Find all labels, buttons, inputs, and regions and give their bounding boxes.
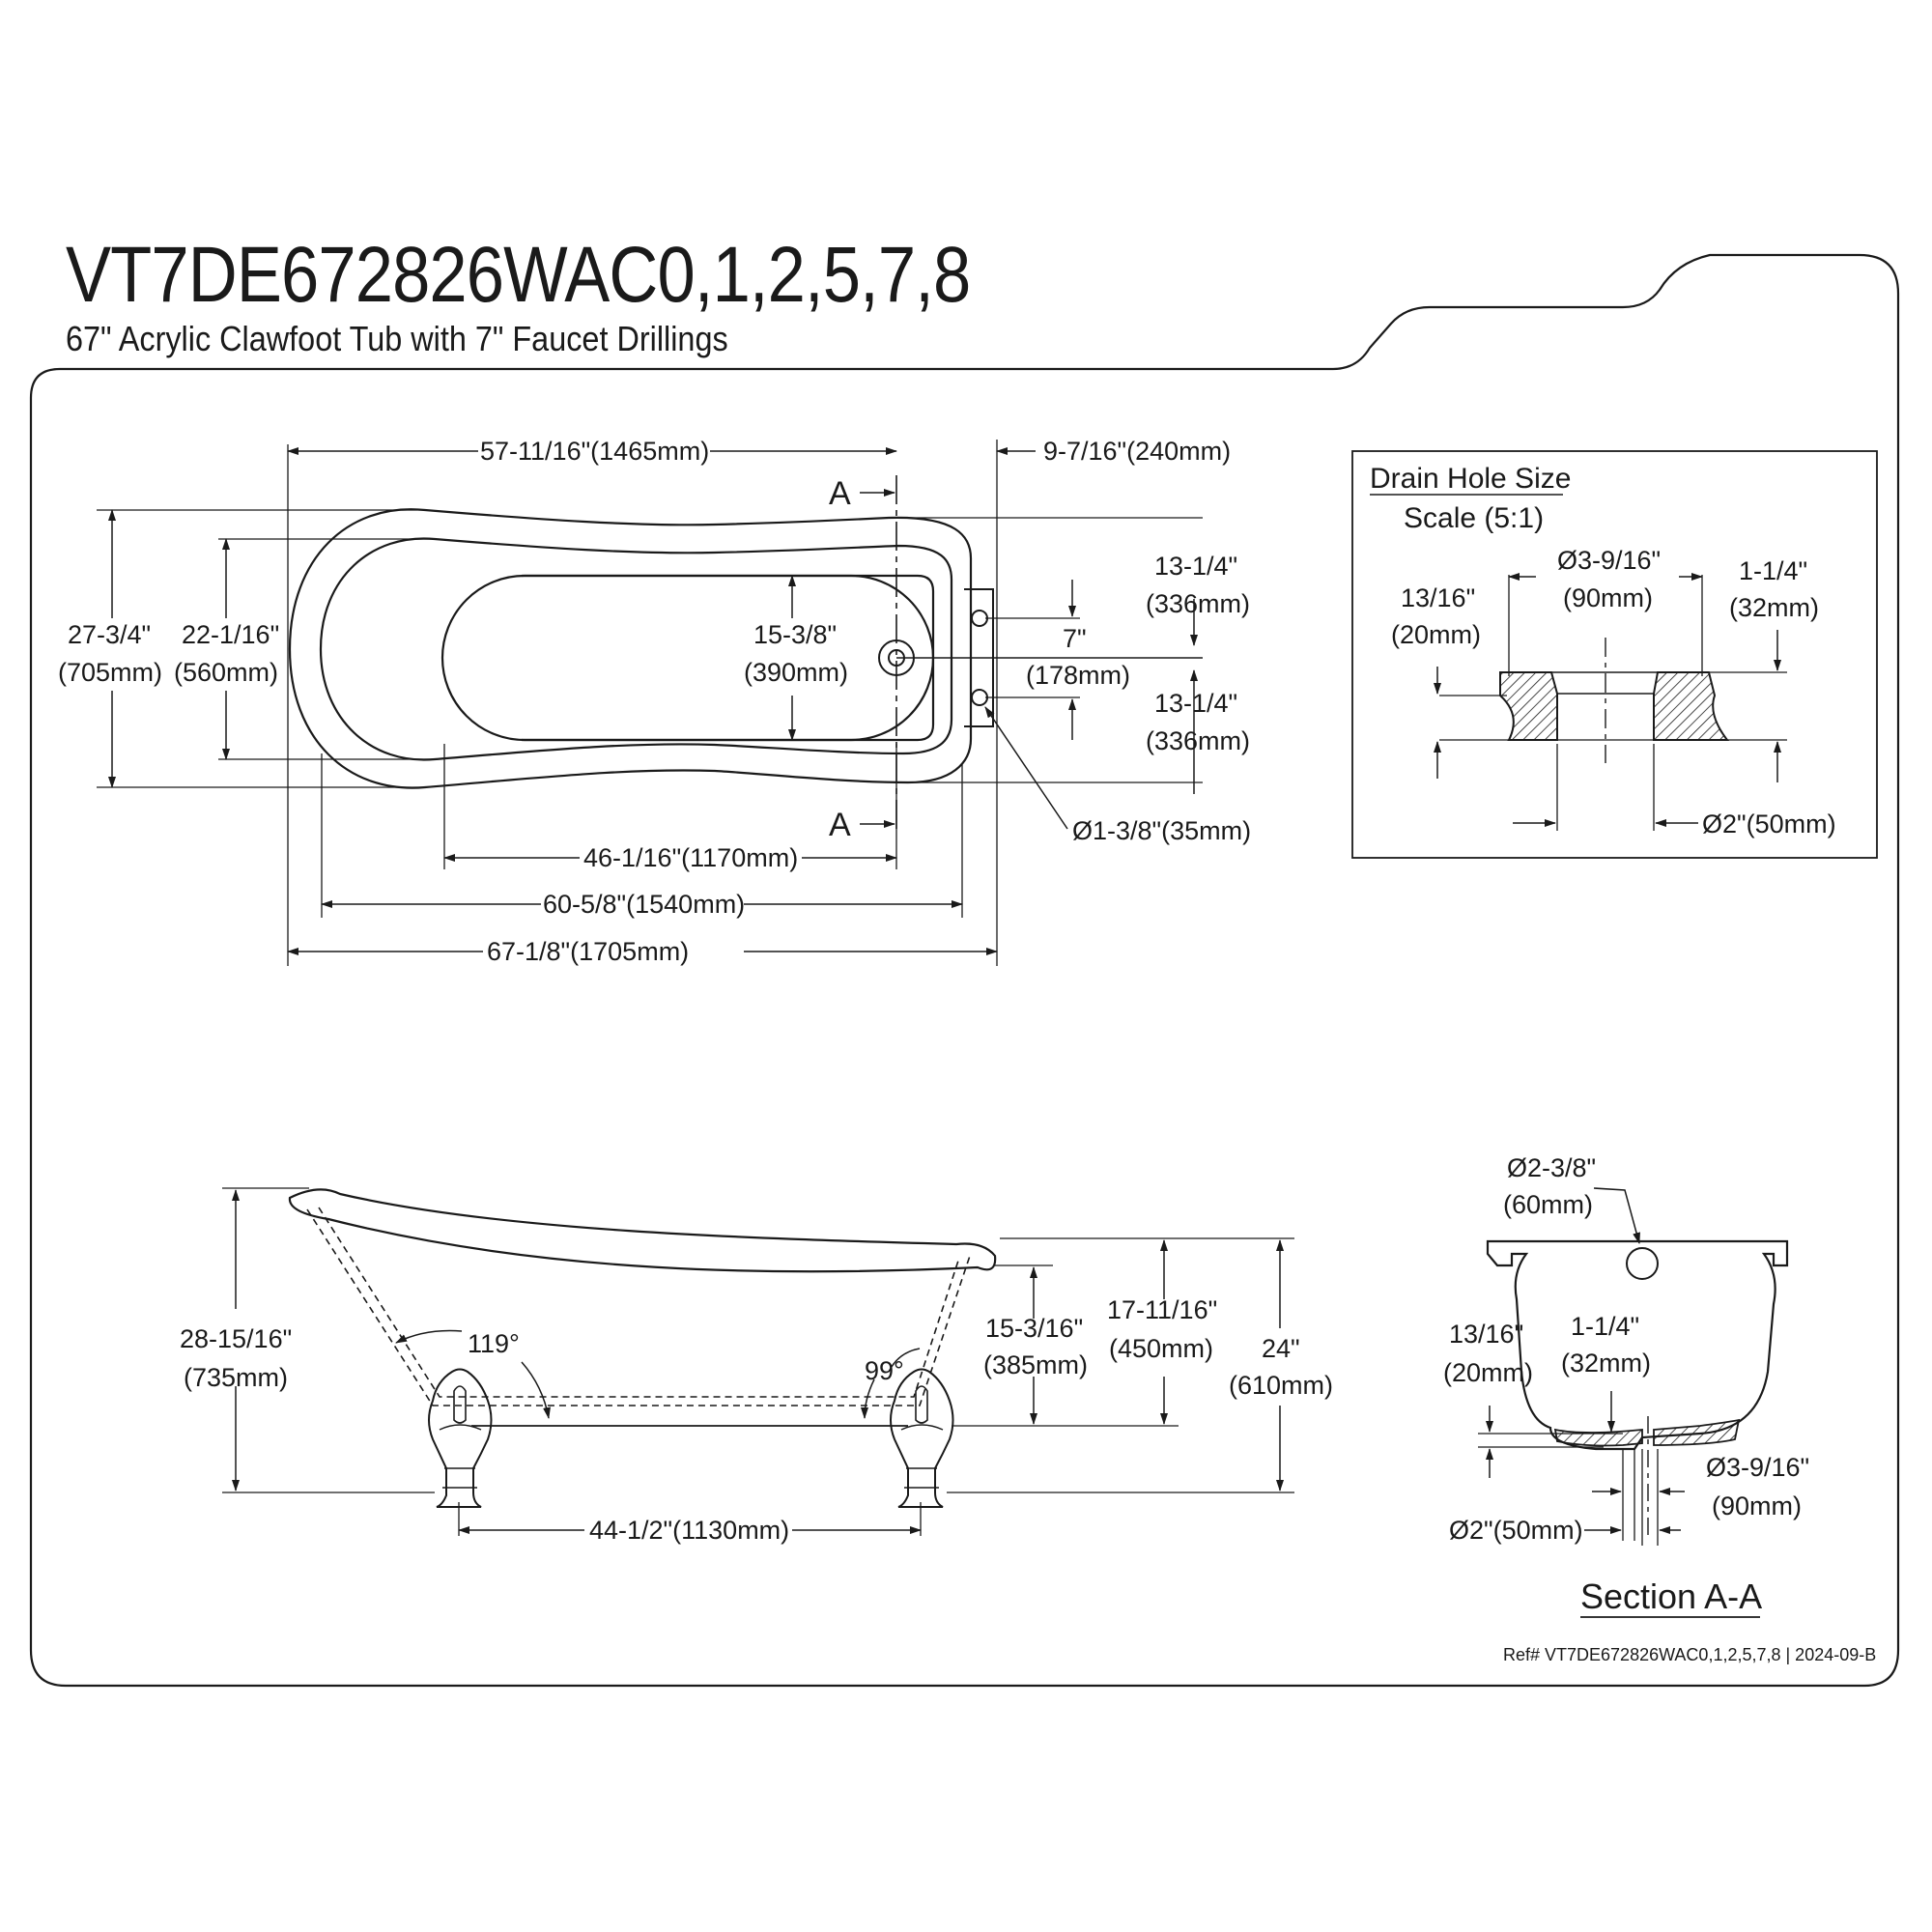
drain-detail-title: Drain Hole Size bbox=[1370, 463, 1571, 495]
claw-foot-right bbox=[890, 1368, 954, 1508]
sheet-border bbox=[29, 253, 1900, 1688]
side-angle-left: 119° bbox=[468, 1329, 520, 1358]
dim-faucet-hole: Ø1-3/8"(35mm) bbox=[1072, 816, 1251, 845]
drawing-title: VT7DE672826WAC0,1,2,5,7,8 bbox=[66, 231, 971, 319]
drawing-subtitle: 67" Acrylic Clawfoot Tub with 7" Faucet … bbox=[66, 319, 728, 358]
section-flange-in: 1-1/4" bbox=[1571, 1312, 1639, 1341]
dim-inner-length: 60-5/8"(1540mm) bbox=[543, 890, 745, 919]
drain-flange-right bbox=[1653, 671, 1730, 741]
side-low-rim-in: 15-3/16" bbox=[985, 1314, 1083, 1343]
drain-flange-mm: (32mm) bbox=[1729, 593, 1819, 622]
drain-thick-mm: (20mm) bbox=[1391, 620, 1481, 649]
section-a-a: Ø2-3/8" (60mm) 13/16" (20mm) 1-1/4" (32m… bbox=[1443, 1153, 1809, 1618]
dim-basin-width-in: 15-3/8" bbox=[753, 620, 837, 649]
section-drain-outer-mm: (90mm) bbox=[1712, 1492, 1802, 1520]
side-angle-right: 99° bbox=[865, 1356, 904, 1385]
dim-lower-half-in: 13-1/4" bbox=[1154, 689, 1237, 718]
section-marker-top: A bbox=[829, 475, 851, 512]
section-drain-outer-in: Ø3-9/16" bbox=[1706, 1453, 1809, 1482]
top-view: A A bbox=[58, 437, 1251, 966]
drain-detail-scale: Scale (5:1) bbox=[1404, 502, 1544, 534]
claw-foot-left bbox=[428, 1368, 493, 1508]
drain-top-dia-mm: (90mm) bbox=[1563, 583, 1653, 612]
section-flange-mm: (32mm) bbox=[1561, 1349, 1651, 1378]
drain-hole-detail: Drain Hole Size Scale (5:1) Ø3 bbox=[1351, 450, 1878, 859]
side-feet-spacing: 44-1/2"(1130mm) bbox=[589, 1516, 789, 1545]
dim-inner-to-drain: 57-11/16"(1465mm) bbox=[480, 437, 709, 466]
drain-thick-in: 13/16" bbox=[1401, 583, 1475, 612]
dim-faucet-spacing-in: 7" bbox=[1063, 624, 1087, 653]
drain-top-dia-in: Ø3-9/16" bbox=[1557, 546, 1661, 575]
dim-basin-width-mm: (390mm) bbox=[744, 658, 848, 687]
side-overall-mm: (610mm) bbox=[1229, 1371, 1333, 1400]
dim-overall-length: 67-1/8"(1705mm) bbox=[487, 937, 689, 966]
side-height-in: 28-15/16" bbox=[180, 1324, 292, 1353]
dim-overall-width-in: 27-3/4" bbox=[68, 620, 151, 649]
section-overflow-dia-in: Ø2-3/8" bbox=[1507, 1153, 1596, 1182]
section-label: Section A-A bbox=[1580, 1577, 1762, 1616]
side-rim-height-in: 17-11/16" bbox=[1107, 1295, 1217, 1324]
reference-number: Ref# VT7DE672826WAC0,1,2,5,7,8 | 2024-09… bbox=[1503, 1645, 1877, 1664]
side-overall-in: 24" bbox=[1262, 1334, 1300, 1363]
section-thick-in: 13/16" bbox=[1449, 1320, 1523, 1349]
dim-upper-half-in: 13-1/4" bbox=[1154, 552, 1237, 581]
drain-flange-left bbox=[1499, 671, 1558, 741]
section-overflow-dia-mm: (60mm) bbox=[1503, 1190, 1593, 1219]
side-low-rim-mm: (385mm) bbox=[983, 1350, 1088, 1379]
side-height-mm: (735mm) bbox=[184, 1363, 288, 1392]
dim-inner-width-mm: (560mm) bbox=[174, 658, 278, 687]
dim-drain-to-end: 9-7/16"(240mm) bbox=[1043, 437, 1231, 466]
drain-flange-in: 1-1/4" bbox=[1739, 556, 1807, 585]
drain-bottom-dia: Ø2"(50mm) bbox=[1702, 810, 1836, 838]
section-drain-inner: Ø2"(50mm) bbox=[1449, 1516, 1583, 1545]
section-marker-bottom: A bbox=[829, 807, 851, 843]
dim-lower-half-mm: (336mm) bbox=[1146, 726, 1250, 755]
side-rim-height-mm: (450mm) bbox=[1109, 1334, 1213, 1363]
dim-upper-half-mm: (336mm) bbox=[1146, 589, 1250, 618]
dim-floor-length: 46-1/16"(1170mm) bbox=[583, 843, 798, 872]
section-thick-mm: (20mm) bbox=[1443, 1358, 1533, 1387]
dim-overall-width-mm: (705mm) bbox=[58, 658, 162, 687]
side-view: 28-15/16" (735mm) 119° 99° 15-3/16" (385… bbox=[180, 1187, 1333, 1545]
dim-inner-width-in: 22-1/16" bbox=[182, 620, 279, 649]
dim-faucet-spacing-mm: (178mm) bbox=[1026, 661, 1130, 690]
